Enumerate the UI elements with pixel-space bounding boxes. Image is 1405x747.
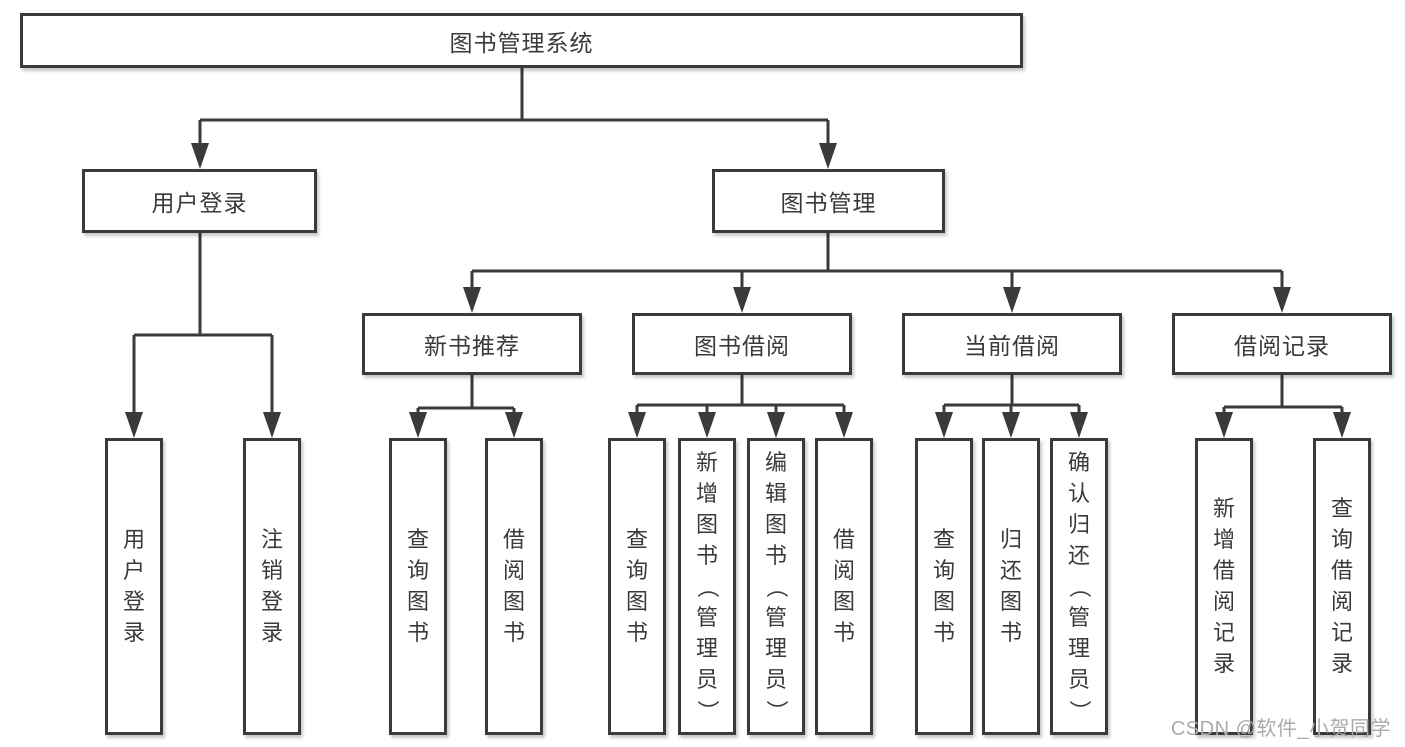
leaf-query-books-borrow: 查询图书 <box>608 438 666 735</box>
node-new-book-recommend: 新书推荐 <box>362 313 582 375</box>
leaf-label: 查询图书 <box>932 527 955 645</box>
leaf-label: 查询图书 <box>625 527 648 645</box>
leaf-borrow-books-recommend: 借阅图书 <box>485 438 543 735</box>
leaf-add-books-admin: 新增图书（管理员） <box>678 438 736 735</box>
node-book-borrow: 图书借阅 <box>632 313 852 375</box>
leaf-label: 借阅图书 <box>502 527 525 645</box>
node-user-login: 用户登录 <box>82 169 317 233</box>
leaf-user-login: 用户登录 <box>105 438 163 735</box>
leaf-label: 查询借阅记录 <box>1330 496 1353 676</box>
node-book-management: 图书管理 <box>712 169 945 233</box>
leaf-label: 借阅图书 <box>832 527 855 645</box>
leaf-label: 新增借阅记录 <box>1212 496 1235 676</box>
leaf-label: 查询图书 <box>406 527 429 645</box>
leaf-borrow-books: 借阅图书 <box>815 438 873 735</box>
leaf-add-borrow-record: 新增借阅记录 <box>1195 438 1253 735</box>
leaf-query-borrow-record: 查询借阅记录 <box>1313 438 1371 735</box>
leaf-label: 注销登录 <box>260 527 283 645</box>
leaf-label: 用户登录 <box>122 527 145 645</box>
leaf-confirm-return-admin: 确认归还（管理员） <box>1050 438 1108 735</box>
leaf-query-books-recommend: 查询图书 <box>389 438 447 735</box>
leaf-logout: 注销登录 <box>243 438 301 735</box>
leaf-label: 确认归还（管理员） <box>1066 449 1092 722</box>
csdn-watermark: CSDN @软件_小贺同学 <box>1170 718 1391 740</box>
leaf-label: 编辑图书（管理员） <box>763 449 789 722</box>
node-current-borrow: 当前借阅 <box>902 313 1122 375</box>
leaf-label: 新增图书（管理员） <box>694 449 720 722</box>
leaf-label: 归还图书 <box>999 527 1022 645</box>
leaf-query-books-current: 查询图书 <box>915 438 973 735</box>
node-borrow-records: 借阅记录 <box>1172 313 1392 375</box>
leaf-edit-books-admin: 编辑图书（管理员） <box>747 438 805 735</box>
leaf-return-books: 归还图书 <box>982 438 1040 735</box>
node-library-management-system: 图书管理系统 <box>20 13 1023 68</box>
